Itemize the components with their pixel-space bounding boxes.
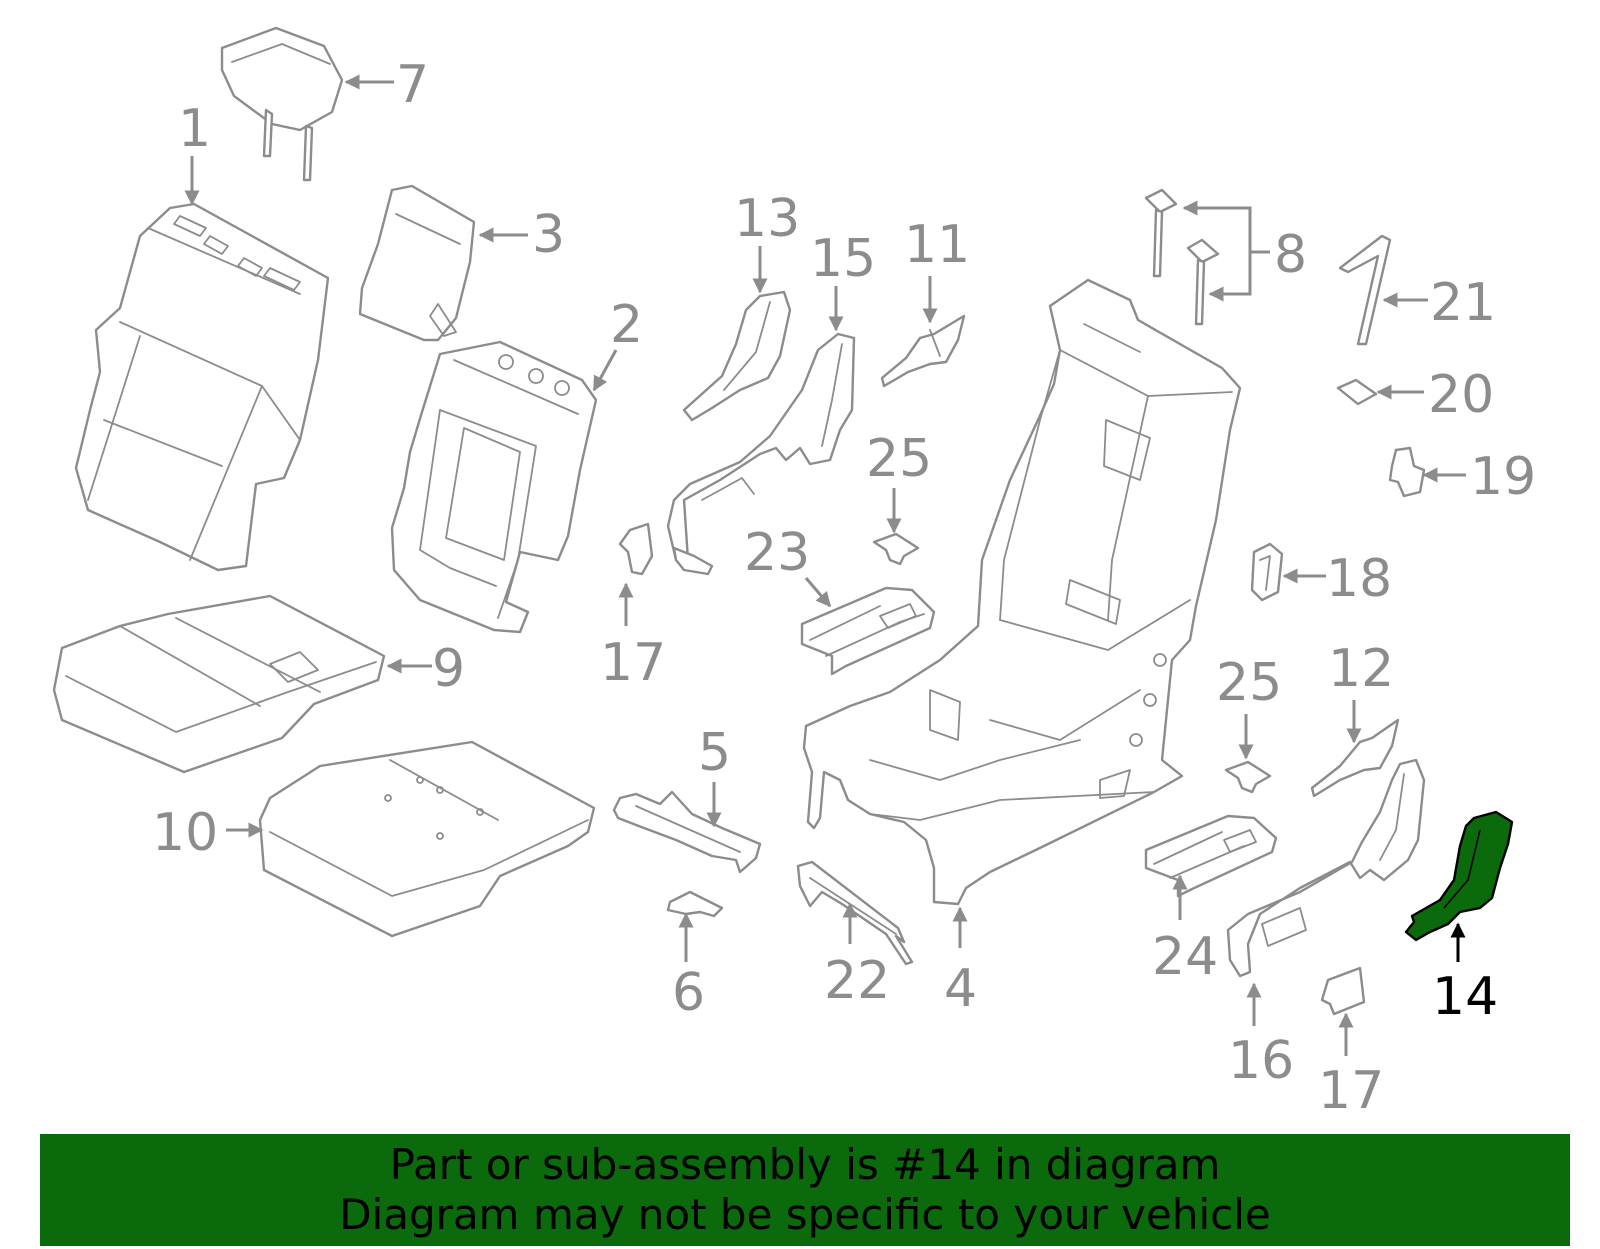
part-10-cushion-pad [258,740,596,938]
callout-1: 1 [178,99,211,159]
callout-5: 5 [698,723,731,783]
part-12-bracket [1310,718,1400,798]
part-1-seatback-cover [74,202,330,572]
leader-2 [592,349,618,392]
callout-6: 6 [672,963,705,1023]
part-4-seat-frame [802,278,1242,906]
callout-8: 8 [1274,225,1307,285]
callout-10: 10 [152,803,218,863]
part-5-bracket [612,790,762,874]
part-7-headrest [220,26,344,182]
callout-22: 22 [824,951,890,1011]
part-8-studs [1144,188,1220,326]
banner-line-disclaimer: Diagram may not be specific to your vehi… [339,1190,1271,1239]
callout-9: 9 [432,639,465,699]
part-21-rod [1338,234,1392,346]
callout-25-lower: 25 [1216,653,1282,713]
part-3-back-panel [358,184,476,342]
callout-labels: 1 2 3 4 5 6 7 8 9 10 11 12 13 14 15 16 1… [152,55,1536,1121]
part-22-trim-strip [796,860,914,966]
leader-23 [804,577,832,608]
callout-25-upper: 25 [866,429,932,489]
info-banner: Part or sub-assembly is #14 in diagram D… [40,1134,1570,1246]
part-17-clip-left [618,522,654,576]
part-23-track-cover [800,586,936,676]
part-2-frame-cover [390,340,598,634]
callout-16: 16 [1228,1031,1294,1091]
part-24-track-cover [1144,814,1278,898]
callout-11: 11 [904,215,970,275]
part-14-highlighted [1404,810,1514,942]
banner-line-part: Part or sub-assembly is #14 in diagram [389,1140,1221,1189]
callout-17-right: 17 [1318,1061,1384,1121]
callout-21: 21 [1430,273,1496,333]
leader-8b [1208,252,1252,302]
callout-leaders [184,74,1466,1056]
part-19-clip [1388,446,1426,498]
part-11-bracket [880,314,966,388]
callout-14: 14 [1432,967,1498,1027]
leader-8a [1182,200,1270,254]
callout-2: 2 [610,295,643,355]
part-9-cushion-cover [52,594,386,774]
callout-3: 3 [532,205,565,265]
callout-12: 12 [1328,639,1394,699]
callout-18: 18 [1326,549,1392,609]
callout-7: 7 [396,55,429,115]
part-18-bezel [1250,542,1284,602]
callout-23: 23 [744,523,810,583]
part-13-trim [682,290,792,422]
part-16-hinge-cover [1226,758,1426,978]
callout-19: 19 [1470,447,1536,507]
part-6-clip [666,890,724,918]
part-20-nut [1336,378,1378,406]
callout-24: 24 [1152,927,1218,987]
part-25-clip-lower [1224,760,1272,794]
part-25-clip-upper [872,532,920,566]
callout-13: 13 [734,189,800,249]
callout-15: 15 [810,229,876,289]
part-17-clip-right [1320,966,1366,1016]
callout-4: 4 [944,959,977,1019]
part-15-hinge-cover [666,332,856,576]
callout-20: 20 [1428,365,1494,425]
callout-17-left: 17 [600,633,666,693]
